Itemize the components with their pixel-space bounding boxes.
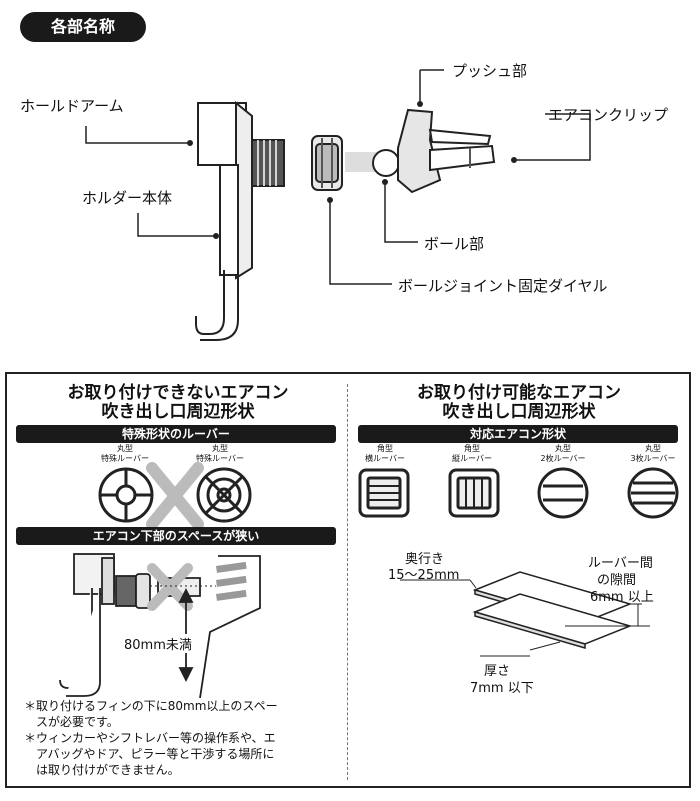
gap-label-2: の隙間 — [597, 573, 637, 588]
label-dial: ボールジョイント固定ダイヤル — [398, 277, 608, 295]
thickness-label: 厚さ — [484, 664, 511, 679]
fin-dimension-illustration — [400, 571, 650, 657]
parts-diagram — [85, 69, 591, 341]
thickness-value: 7mm 以下 — [470, 681, 534, 696]
ok-vent-label-3: 丸型 2枚ルーバー — [540, 444, 586, 463]
round-2-louver-icon — [537, 467, 589, 519]
label-air-clip: エアコンクリップ — [548, 106, 669, 124]
vent-label-a: 丸型 特殊ルーバー — [101, 444, 149, 463]
note-line-3: ＊ウィンカーやシフトレバー等の操作系や、エ — [24, 731, 276, 745]
round-3-louver-icon — [627, 467, 679, 519]
right-bar-supported-shapes: 対応エアコン形状 — [358, 425, 678, 443]
label-push: プッシュ部 — [452, 62, 528, 80]
right-heading-2: 吹き出し口周辺形状 — [442, 402, 596, 422]
label-hold-arm: ホールドアーム — [20, 97, 124, 115]
note-line-1: ＊取り付けるフィンの下に80mm以上のスペー — [24, 699, 278, 713]
square-horizontal-louver-icon — [358, 468, 410, 518]
vent-label-b: 丸型 特殊ルーバー — [196, 444, 244, 463]
holder-body-illustration — [195, 100, 285, 341]
dimension-80mm: 80mm未満 — [124, 634, 192, 653]
note-line-4: アバッグやドア、ピラー等と干渉する場所に — [24, 747, 275, 761]
depth-label: 奥行き — [405, 552, 445, 567]
panel-divider — [347, 384, 348, 780]
ok-vent-label-1: 角型 横ルーバー — [365, 444, 405, 463]
note-line-2: スが必要です。 — [24, 715, 119, 729]
left-heading-2: 吹き出し口周辺形状 — [101, 402, 255, 422]
ok-vent-label-2: 角型 縦ルーバー — [452, 444, 492, 463]
ok-vent-label-4: 丸型 3枚ルーバー — [630, 444, 676, 463]
section-title: 各部名称 — [20, 12, 146, 42]
gap-label-1: ルーバー間 — [588, 556, 653, 571]
left-notes: ＊取り付けるフィンの下に80mm以上のスペー スが必要です。 ＊ウィンカーやシフ… — [24, 698, 344, 778]
depth-value: 15～25mm — [388, 568, 460, 583]
narrow-space-illustration — [59, 553, 261, 698]
ball-illustration — [372, 149, 400, 177]
square-vertical-louver-icon — [448, 468, 500, 518]
clip-illustration — [397, 108, 496, 194]
note-line-5: は取り付けができません。 — [24, 763, 180, 777]
ok-vents-illustration — [358, 467, 679, 519]
ng-vents-illustration — [98, 462, 252, 530]
right-heading-1: お取り付け可能なエアコン — [417, 383, 621, 403]
label-ball: ボール部 — [424, 235, 485, 253]
left-bar-narrow-space: エアコン下部のスペースが狭い — [16, 527, 336, 545]
label-holder-body: ホルダー本体 — [82, 189, 173, 207]
left-heading-1: お取り付けできないエアコン — [67, 383, 289, 403]
left-bar-special-louver: 特殊形状のルーバー — [16, 425, 336, 443]
gap-value: 6mm 以上 — [590, 590, 654, 605]
dial-illustration — [311, 135, 343, 191]
compatibility-frame — [5, 372, 691, 788]
